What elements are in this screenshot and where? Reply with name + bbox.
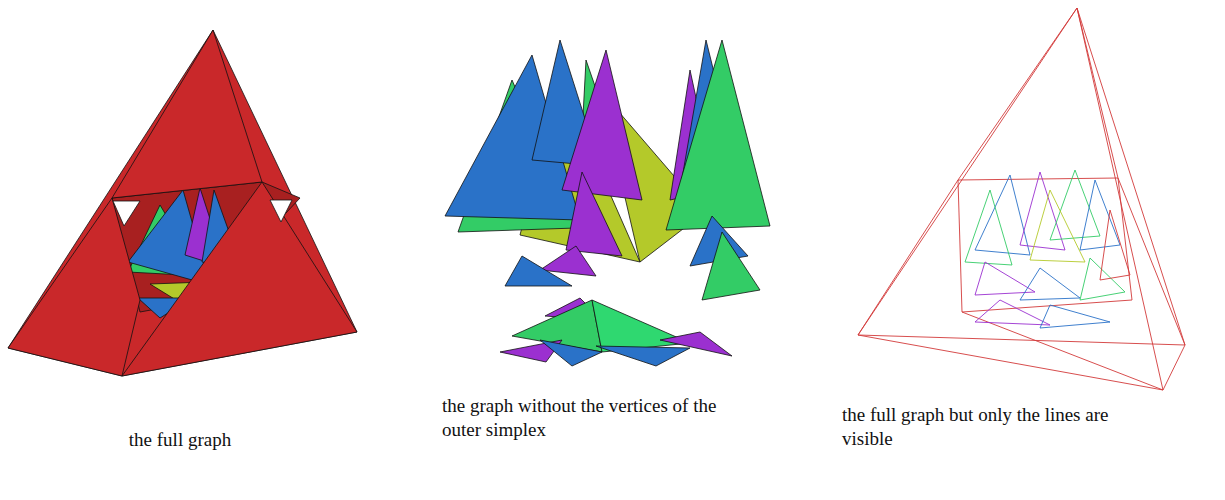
inner-edge [962, 312, 1163, 390]
outer-simplex-edges [858, 8, 1185, 390]
inner-edge [958, 8, 1077, 180]
caption: the full graph but only the lines are vi… [842, 403, 1114, 451]
red-face [8, 198, 140, 376]
wire-triangle [1100, 210, 1130, 280]
blue-face [540, 340, 602, 366]
white-gap [113, 201, 140, 226]
wire-triangle [975, 300, 1050, 325]
blue-face [596, 346, 690, 366]
red-face [122, 182, 357, 376]
wireframe-render [858, 8, 1185, 390]
purple-face [660, 332, 732, 356]
wire-triangle [1020, 172, 1065, 250]
inner-edge [1118, 178, 1185, 345]
purple-face [566, 172, 622, 256]
inner-graph-render [445, 40, 770, 366]
red-face [112, 30, 262, 198]
full-graph-render [8, 30, 357, 376]
wire-triangle [1080, 180, 1120, 250]
white-gap [270, 200, 292, 222]
green-face [666, 40, 770, 230]
outer-simplex-edge [858, 335, 1185, 345]
green-face [592, 300, 690, 352]
wire-triangle [1030, 190, 1085, 262]
red-face [8, 30, 357, 376]
wire-triangle [965, 190, 1012, 265]
wire-triangle [1020, 268, 1080, 300]
inner-edge [1077, 8, 1118, 178]
inner-simplex-edges [958, 178, 1132, 312]
blue-face [505, 256, 572, 286]
inner-edge [858, 180, 958, 335]
caption: the full graph [70, 428, 290, 452]
purple-face [562, 50, 642, 200]
green-face [702, 232, 760, 300]
wire-triangle [1040, 305, 1110, 328]
caption: the graph without the vertices of the ou… [442, 394, 742, 442]
wire-triangle [975, 175, 1030, 255]
